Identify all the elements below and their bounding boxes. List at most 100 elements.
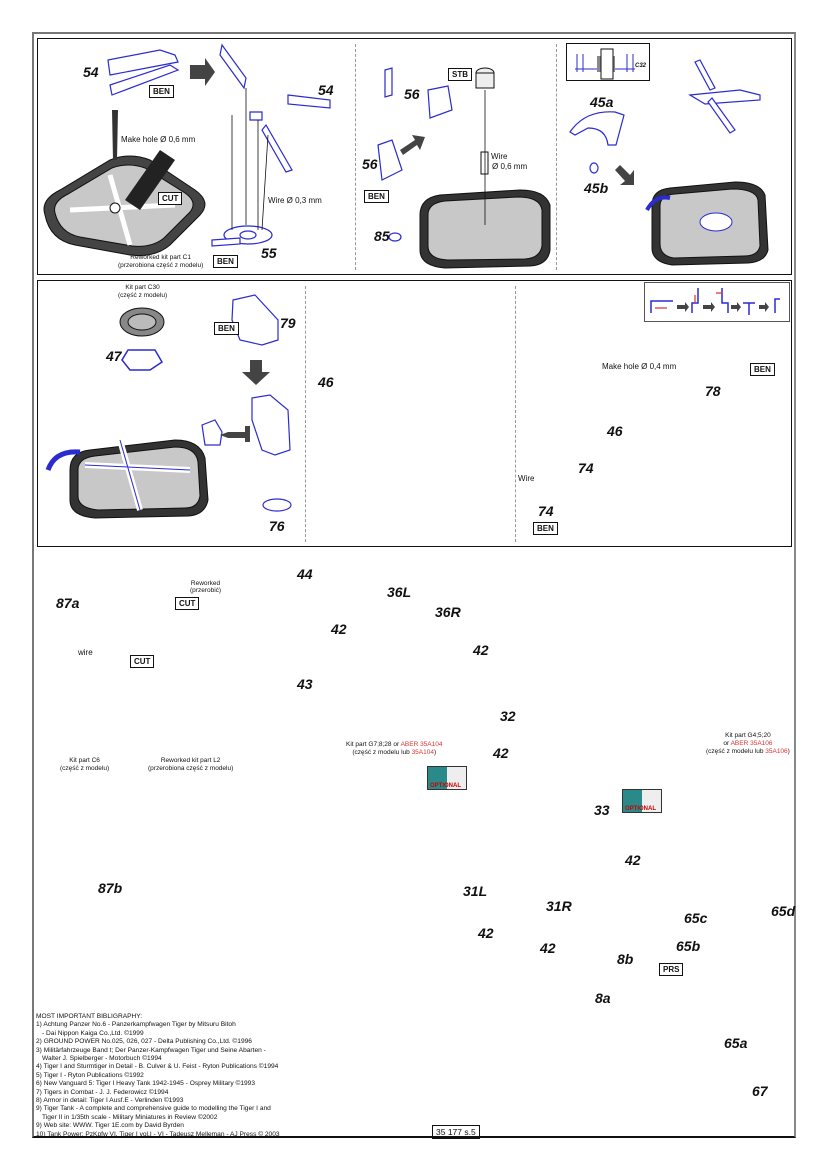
aber-ref: 35A104 <box>411 749 434 756</box>
caption-line: or ABER 35A106 <box>706 740 790 748</box>
part-56 <box>377 67 453 242</box>
caption-line: Kit part G7;8;28 or ABER 35A104 <box>346 741 442 749</box>
stb-tag: STB <box>448 68 472 81</box>
part-label-74: 74 <box>538 503 554 519</box>
part-label-65d: 65d <box>771 903 796 919</box>
part-label-42: 42 <box>473 642 489 658</box>
bend-tag: BEN <box>533 522 558 535</box>
part-label-79: 79 <box>280 315 296 331</box>
bibliography-entry: 4) Tiger I and Sturmtiger in Detail - B.… <box>36 1063 279 1071</box>
part-label-87b: 87b <box>98 880 123 896</box>
optional-label: OPTIONAL <box>625 806 656 812</box>
caption-line: Reworked kit part C1 <box>130 254 191 261</box>
divider <box>515 286 516 542</box>
caption-text: (część z modelu lub <box>352 749 412 756</box>
bibliography-title: MOST IMPORTANT BIBLIGRAPHY: <box>36 1013 143 1020</box>
hatch-base-b <box>419 189 551 269</box>
bibliography-entry: 1) Achtung Panzer No.6 - Panzerkampfwage… <box>36 1021 236 1029</box>
part-label-8a: 8a <box>595 990 611 1006</box>
arrow-icon <box>615 165 634 185</box>
aber-ref: 35A106 <box>765 748 788 755</box>
part-label-32: 32 <box>500 708 516 724</box>
bend-tag: BEN <box>214 322 239 335</box>
bibliography-entry: - Dai Nippon Kaiga Co.,Ltd. ©1999 <box>42 1029 144 1037</box>
part-label-42: 42 <box>493 745 509 761</box>
hobby-knife <box>125 150 175 210</box>
note-line: (przerobić) <box>190 587 222 594</box>
caption-c1: Reworked kit part C1 (przerobiona część … <box>118 254 203 270</box>
part-label-42: 42 <box>478 925 494 941</box>
part-label-65b: 65b <box>676 938 701 954</box>
part-label-65c: 65c <box>684 910 708 926</box>
hatch-base-c1 <box>43 155 206 256</box>
caption-text: ) <box>787 748 790 755</box>
drill-note: Make hole Ø 0,4 mm <box>602 362 677 371</box>
divider <box>556 44 557 270</box>
cut-tag: CUT <box>175 597 200 610</box>
bibliography-entry: 8) Armor in detail: Tiger I Ausf.E - Ver… <box>36 1097 184 1105</box>
aber-ref: ABER 35A106 <box>730 740 773 747</box>
step-2-panel <box>37 280 792 547</box>
bending-sequence-inset <box>644 282 790 322</box>
divider <box>305 286 306 542</box>
bibliography-entry: 7) Tigers in Combat - J. J. Federowicz ©… <box>36 1088 169 1096</box>
page-number: 35 177 s.5 <box>432 1125 480 1139</box>
part-label-44: 44 <box>297 566 313 582</box>
part-label-42: 42 <box>625 852 641 868</box>
part-label-46: 46 <box>607 423 623 439</box>
caption-text: (część z modelu lub <box>706 748 766 755</box>
drill-note: Make hole Ø 0,6 mm <box>121 135 196 144</box>
reworked-note: Reworked (przerobić) <box>190 580 221 594</box>
wire-note: Wire <box>518 474 535 483</box>
part-label-43: 43 <box>297 676 313 692</box>
wire-note: Wire <box>491 152 508 161</box>
caption-line: Kit part C6 <box>69 757 100 764</box>
bend-tag: BEN <box>213 255 238 268</box>
caption-line: (część z modelu lub 35A104) <box>346 749 442 757</box>
bibliography-entry: 6) New Vanguard 5: Tiger I Heavy Tank 19… <box>36 1080 256 1088</box>
part-label-45a: 45a <box>590 94 614 110</box>
bibliography-entry: Tiger II in 1/35th scale - Military Mini… <box>42 1113 218 1121</box>
bibliography-entry: 9) Tiger Tank - A complete and comprehen… <box>36 1105 271 1113</box>
bend-tag: BEN <box>364 190 389 203</box>
optional-badge: OPTIONAL <box>427 766 467 790</box>
cut-tag: CUT <box>158 192 183 205</box>
part-label-36R: 36R <box>435 604 461 620</box>
wire-note: Wire Ø 0,3 mm <box>268 196 322 205</box>
part-label-56: 56 <box>404 86 420 102</box>
part-label-42: 42 <box>540 940 556 956</box>
caption-line: Kit part C30 <box>125 284 160 291</box>
part-label-67: 67 <box>752 1083 768 1099</box>
bend-tag: BEN <box>750 363 775 376</box>
part-label-54: 54 <box>83 64 99 80</box>
part-label-74: 74 <box>578 460 594 476</box>
part-label-76: 76 <box>269 518 285 534</box>
press-tag: PRS <box>659 963 684 976</box>
bibliography-entry: 5) Tiger I - Ryton Publications ©1992 <box>36 1071 144 1079</box>
page-frame <box>32 32 796 1138</box>
hatch-base-c <box>651 181 769 266</box>
assembly-lines <box>231 88 269 231</box>
caption-g4: Kit part G4;5;20 or ABER 35A106 (część z… <box>706 732 790 756</box>
part-label-46: 46 <box>318 374 334 390</box>
caption-line: (część z modelu lub 35A106) <box>706 748 790 756</box>
part-label-54: 54 <box>318 82 334 98</box>
arrow-icon <box>400 135 425 155</box>
part-label-42: 42 <box>331 621 347 637</box>
caption-c6: Kit part C6 (część z modelu) <box>60 757 109 773</box>
part-label-45b: 45b <box>584 180 609 196</box>
part-label-47: 47 <box>106 348 122 364</box>
bibliography-entry: 10) Tank Power: PzKpfw VI, Tiger I vol.I… <box>36 1130 280 1138</box>
part-label-31L: 31L <box>463 883 488 899</box>
optional-label: OPTIONAL <box>430 783 461 789</box>
caption-line: (część z modelu) <box>60 765 110 772</box>
hatch-assembly-a <box>45 439 209 519</box>
optional-badge: OPTIONAL <box>622 789 662 813</box>
caption-l2: Reworked kit part L2 (przerobiona część … <box>148 757 233 773</box>
divider <box>355 44 356 270</box>
bibliography-entry: 3) Militärfahrzeuge Band t; Der Panzer-K… <box>36 1046 266 1054</box>
aber-ref: ABER 35A104 <box>400 741 443 748</box>
bibliography: MOST IMPORTANT BIBLIGRAPHY: 1) Achtung P… <box>36 1013 280 1139</box>
caption-text: Kit part G7;8;28 or <box>346 741 401 748</box>
